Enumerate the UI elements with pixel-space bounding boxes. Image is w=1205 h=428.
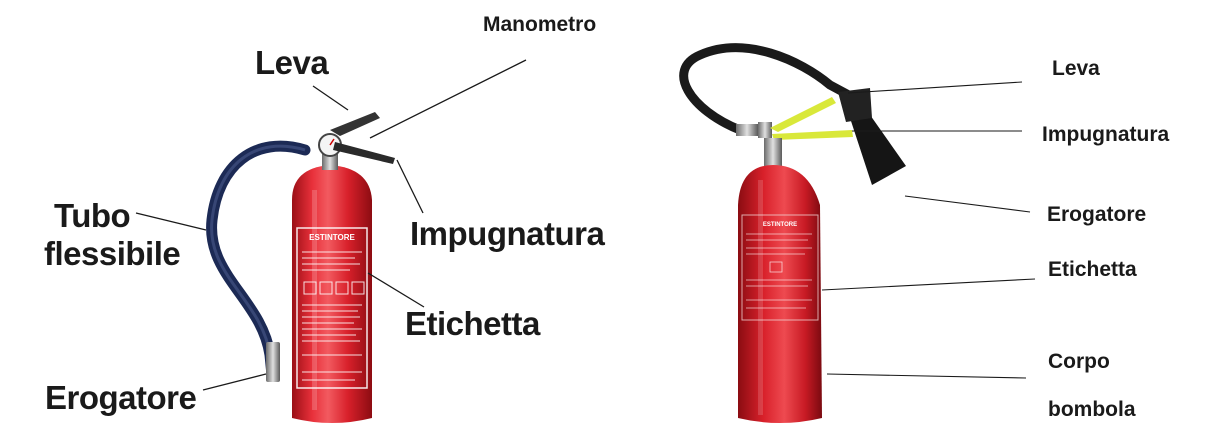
leader-right-leva	[848, 82, 1022, 93]
label-left-tubo-flessibile: Tubo flessibile	[44, 197, 180, 273]
label-right-etichetta: Etichetta	[1048, 259, 1137, 280]
leader-right-corpo	[827, 374, 1026, 378]
left-extinguisher: ESTINTORE	[212, 112, 395, 423]
leader-left-manometro	[370, 60, 526, 138]
label-left-tubo-line1: Tubo	[44, 197, 180, 235]
right-horn	[850, 112, 906, 185]
right-hose	[684, 48, 858, 130]
leader-left-erogatore	[203, 374, 266, 390]
leader-left-impugnatura	[397, 160, 423, 213]
label-left-erogatore: Erogatore	[45, 381, 196, 414]
right-lever	[770, 97, 836, 132]
label-left-impugnatura: Impugnatura	[410, 217, 604, 250]
left-nozzle	[266, 342, 280, 382]
left-hose	[212, 146, 305, 375]
leader-left-etichetta	[368, 273, 424, 307]
left-lever	[330, 112, 380, 136]
label-right-leva: Leva	[1052, 58, 1100, 79]
right-sticker-heading: ESTINTORE	[763, 222, 797, 228]
label-right-corpo-line2: bombola	[1048, 399, 1136, 420]
right-cylinder-body	[738, 165, 822, 423]
right-extinguisher: ESTINTORE	[684, 48, 906, 423]
leader-right-erogatore	[905, 196, 1030, 212]
label-left-manometro: Manometro	[483, 14, 596, 35]
leader-right-etichetta	[822, 279, 1035, 290]
label-right-erogatore: Erogatore	[1047, 204, 1146, 225]
leader-left-leva	[313, 86, 348, 110]
label-right-corpo-line1: Corpo	[1048, 351, 1110, 372]
right-handle	[772, 130, 853, 140]
label-left-tubo-line2: flessibile	[44, 235, 180, 273]
label-left-etichetta: Etichetta	[405, 307, 540, 340]
left-handle	[333, 142, 395, 164]
label-left-leva: Leva	[255, 46, 328, 79]
label-right-impugnatura: Impugnatura	[1042, 124, 1169, 145]
